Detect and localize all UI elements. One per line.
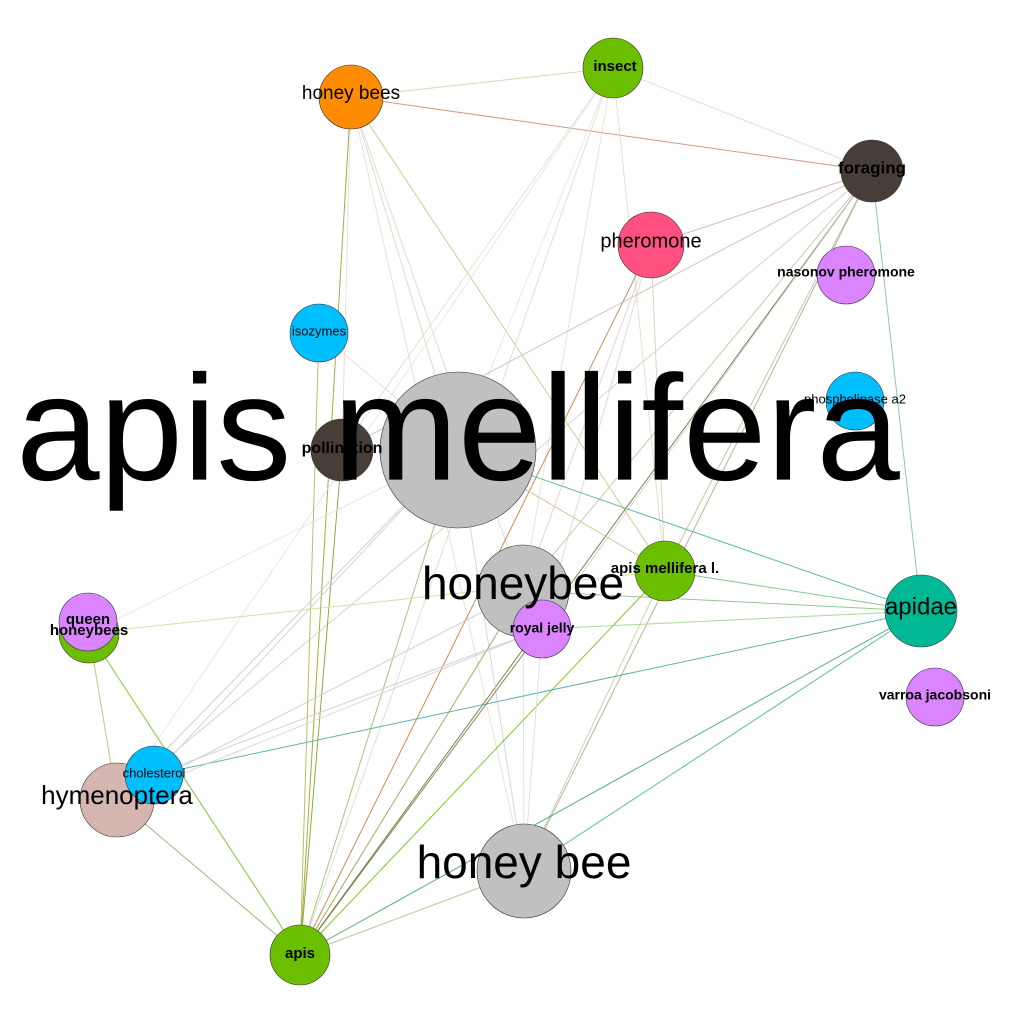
edge-honey-bees-insect: [350, 67, 614, 98]
edge-apidae-apis: [299, 610, 922, 956]
node-label-varroa-jacobsoni: varroa jacobsoni: [879, 687, 991, 703]
edge-foraging-apidae: [871, 170, 922, 612]
node-foraging[interactable]: [840, 139, 904, 203]
node-label-apis: apis: [285, 945, 315, 962]
edge-apis-mellifera-l-honey-bee: [523, 570, 666, 872]
edge-insect-pollination: [341, 67, 614, 451]
node-label-apis-mellifera-l: apis mellifera l.: [611, 560, 719, 577]
edge-honey-bees-pollination: [341, 96, 352, 451]
node-varroa-jacobsoni[interactable]: [905, 667, 965, 727]
node-label-royal-jelly: royal jelly: [510, 620, 575, 636]
edge-apis-mellifera-apis: [299, 449, 459, 956]
edge-apidae-royal-jelly: [541, 610, 922, 630]
edge-insect-foraging: [612, 67, 873, 172]
edge-pheromone-apis: [299, 244, 652, 956]
node-nasonov-pheromone[interactable]: [816, 245, 876, 305]
node-pollination[interactable]: [310, 418, 374, 482]
node-apidae[interactable]: [884, 574, 958, 648]
labels-layer: honey bees insect foraging pheromone nasonov…: [16, 58, 991, 962]
node-label-honeybees: honeybees: [50, 622, 128, 639]
edge-honey-bees-apis: [299, 96, 352, 956]
edge-foraging-royal-jelly: [541, 170, 873, 630]
edge-pheromone-apis-mellifera-l: [650, 244, 666, 572]
edge-royal-jelly-cholesterol: [153, 628, 543, 776]
node-phospholipase-a2[interactable]: [825, 371, 885, 431]
edge-pollination-apis: [299, 449, 343, 956]
edge-honey-bees-apis-mellifera-l: [350, 96, 666, 572]
edge-honeybee-apidae: [522, 590, 922, 612]
node-honey-bee[interactable]: [476, 823, 572, 919]
node-royal-jelly[interactable]: [512, 599, 572, 659]
edge-foraging-apis: [299, 170, 873, 956]
node-apis-mellifera[interactable]: [379, 371, 537, 529]
edge-pheromone-honeybee: [522, 244, 652, 592]
edge-royal-jelly-apis: [299, 628, 543, 956]
node-label-phospholipase-a2: phospholipase a2: [804, 391, 906, 406]
edge-apis-mellifera-l-apis: [299, 570, 666, 956]
node-cholesterol[interactable]: [124, 745, 184, 805]
edge-foraging-apis-mellifera-l: [664, 170, 873, 572]
node-label-pheromone: pheromone: [600, 230, 701, 252]
node-label-hymenoptera: hymenoptera: [41, 780, 193, 810]
node-isozymes[interactable]: [289, 303, 349, 363]
edge-hymenoptera-apis: [116, 799, 301, 956]
edge-foraging-honey-bee: [523, 170, 873, 872]
node-label-pollination: pollination: [302, 440, 383, 457]
node-apis[interactable]: [269, 924, 331, 986]
node-pheromone[interactable]: [617, 211, 685, 279]
node-label-isozymes: isozymes: [292, 323, 347, 338]
edge-honeybee-hymenoptera: [116, 590, 524, 801]
edge-apidae-honey-bee: [523, 610, 922, 872]
edge-insect-apis-mellifera-l: [612, 67, 666, 572]
node-label-queen: queen: [66, 611, 110, 628]
node-label-cholesterol: cholesterol: [123, 765, 186, 780]
node-label-insect: insect: [593, 58, 636, 75]
edge-apis-mellifera-l-honeybees: [88, 570, 666, 634]
node-label-honey-bee: honey bee: [417, 836, 632, 888]
node-label-apis-mellifera: apis mellifera: [16, 344, 900, 512]
node-honey-bees[interactable]: [318, 64, 384, 130]
edge-apis-mellifera-hymenoptera: [116, 449, 459, 801]
edge-honeybees-apis: [88, 632, 301, 956]
edge-apis-mellifera-apidae: [457, 449, 922, 612]
node-label-apidae: apidae: [885, 593, 957, 620]
edge-honey-bees-foraging: [350, 96, 873, 172]
node-label-honey-bees: honey bees: [302, 83, 400, 104]
node-label-nasonov-pheromone: nasonov pheromone: [777, 264, 915, 280]
edge-insect-honeybee: [522, 67, 614, 592]
nodes-layer: [58, 37, 965, 986]
node-queen[interactable]: [58, 592, 118, 652]
node-label-honeybee: honeybee: [422, 557, 624, 609]
edge-foraging-pheromone: [650, 170, 873, 246]
edge-foraging-honeybee: [522, 170, 873, 592]
node-label-foraging: foraging: [838, 158, 906, 177]
edge-royal-jelly-hymenoptera: [116, 628, 543, 801]
node-apis-mellifera-l[interactable]: [634, 540, 696, 602]
node-insect[interactable]: [582, 37, 644, 99]
edge-apis-mellifera-l-apidae: [664, 570, 922, 612]
